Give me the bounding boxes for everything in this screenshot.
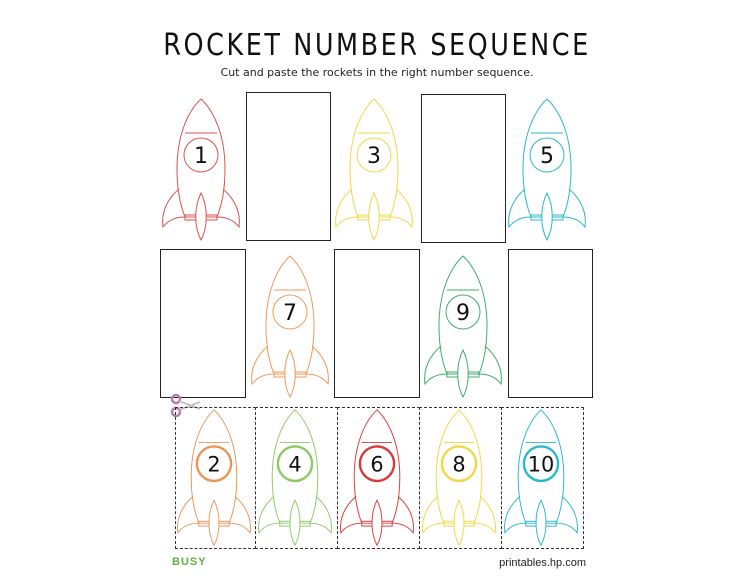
rocket-number: 4	[288, 451, 301, 476]
rocket-cutout-8[interactable]: 8	[421, 408, 497, 547]
rocket-number: 9	[456, 301, 470, 326]
rocket-cutout-2[interactable]: 2	[176, 408, 252, 547]
cutout-cell[interactable]	[501, 407, 584, 549]
busy-logo: BUSY	[172, 556, 207, 568]
rocket-number: 5	[540, 144, 554, 169]
rocket-number: 8	[452, 451, 465, 476]
rocket-number: 3	[367, 144, 381, 169]
paste-box	[246, 92, 331, 241]
paste-box	[160, 249, 246, 398]
rocket-number: 6	[370, 451, 383, 476]
paste-box	[334, 249, 420, 398]
rocket-board-7: 7	[250, 254, 330, 399]
rocket-cutout-10[interactable]: 10	[503, 408, 579, 547]
rocket-number: 2	[207, 451, 220, 476]
rocket-board-9: 9	[423, 254, 503, 399]
rocket-board-3: 3	[334, 97, 414, 242]
page-title: ROCKET NUMBER SEQUENCE	[163, 28, 591, 63]
rocket-cutout-4[interactable]: 4	[257, 408, 333, 547]
rocket-cutout-6[interactable]: 6	[339, 408, 415, 547]
rocket-board-1: 1	[161, 97, 241, 242]
rocket-number: 10	[528, 451, 555, 476]
rocket-number: 1	[194, 144, 208, 169]
paste-box	[421, 94, 506, 243]
instructions: Cut and paste the rockets in the right n…	[220, 66, 534, 79]
rocket-board-5: 5	[507, 97, 587, 242]
paste-box	[508, 249, 593, 398]
footer-url: printables.hp.com	[499, 557, 586, 569]
rocket-number: 7	[283, 301, 297, 326]
